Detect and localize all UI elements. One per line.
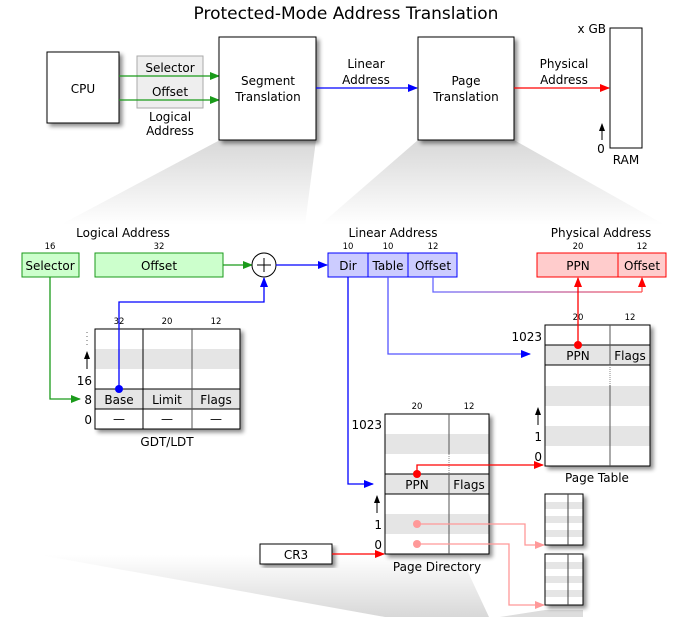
offset-to-physical-line bbox=[432, 277, 642, 293]
pd-col-flags: Flags bbox=[453, 478, 484, 492]
pt-index-0: 0 bbox=[534, 450, 542, 464]
pd-index-0: 0 bbox=[374, 538, 382, 552]
ram-top-label: x GB bbox=[578, 22, 606, 36]
linear-offset-bits: 12 bbox=[428, 242, 439, 252]
selector-field-label: Selector bbox=[25, 259, 74, 273]
pd-entry1-dot bbox=[413, 520, 421, 528]
gdt-col-base: Base bbox=[104, 393, 133, 407]
gdt-label: GDT/LDT bbox=[140, 435, 194, 449]
page-translation-label-1: Page bbox=[451, 74, 480, 88]
gdt-empty-cell: — bbox=[210, 412, 222, 426]
physical-address-heading: Physical Address bbox=[551, 226, 651, 240]
logical-address-heading: Logical Address bbox=[76, 226, 170, 240]
overview-linear-label-2: Address bbox=[342, 73, 390, 87]
physical-address-fields bbox=[536, 252, 667, 278]
pd-entry0-arrow bbox=[417, 543, 545, 609]
linear-offset-field-label: Offset bbox=[415, 259, 451, 273]
overview-linear-label-1: Linear bbox=[347, 57, 384, 71]
page-table bbox=[544, 324, 651, 467]
page-translation-label-2: Translation bbox=[432, 90, 498, 104]
page-directory-label: Page Directory bbox=[393, 560, 481, 574]
segment-translation-label-1: Segment bbox=[241, 74, 295, 88]
physical-offset-bits: 12 bbox=[637, 242, 648, 252]
logical-address-pill bbox=[136, 55, 204, 109]
pt-col-flags: Flags bbox=[614, 349, 645, 363]
dir-field-label: Dir bbox=[339, 259, 357, 273]
selector-bits: 16 bbox=[45, 242, 56, 252]
base-to-adder-arrow bbox=[118, 277, 268, 389]
segment-translation-box bbox=[218, 36, 317, 141]
ram-box bbox=[609, 27, 643, 149]
pt-index-1023: 1023 bbox=[511, 330, 542, 344]
cpu-box bbox=[46, 51, 120, 124]
page-directory bbox=[384, 413, 490, 555]
pd-entry1-arrow bbox=[417, 523, 545, 549]
pd-entry0-dot bbox=[413, 540, 421, 548]
overview-selector-label: Selector bbox=[145, 61, 194, 75]
gdt-bits-flags: 12 bbox=[211, 317, 222, 327]
overview-physical-label-2: Address bbox=[540, 73, 588, 87]
pd-index-1023: 1023 bbox=[351, 418, 382, 432]
gdt-col-flags: Flags bbox=[200, 393, 231, 407]
page-table-label: Page Table bbox=[565, 471, 629, 485]
base-dot bbox=[115, 385, 123, 393]
gdt-bits-limit: 20 bbox=[162, 317, 173, 327]
pd-col-ppn: PPN bbox=[405, 478, 428, 492]
pd-ppn-dot bbox=[413, 470, 421, 478]
linear-address-heading: Linear Address bbox=[349, 226, 438, 240]
table-bits: 10 bbox=[383, 242, 394, 252]
offset-bits: 32 bbox=[154, 242, 165, 252]
ppn-bits: 20 bbox=[573, 242, 584, 252]
gdt-empty-cell: — bbox=[113, 412, 125, 426]
pt-col-ppn: PPN bbox=[566, 349, 589, 363]
gdt-index-16: 16 bbox=[77, 374, 92, 388]
ram-bottom-label: 0 bbox=[597, 142, 605, 156]
linear-address-fields bbox=[327, 252, 458, 278]
pt-ppn-dot bbox=[574, 341, 582, 349]
logical-offset-field bbox=[94, 252, 224, 278]
diagram-title: Protected-Mode Address Translation bbox=[194, 4, 499, 24]
directory-projection bbox=[40, 555, 489, 617]
gdt-index-8: 8 bbox=[84, 393, 92, 407]
gdt-col-limit: Limit bbox=[152, 393, 182, 407]
ram-label: RAM bbox=[613, 153, 639, 167]
table-to-pagetable-arrow bbox=[387, 277, 531, 358]
dir-to-directory-arrow bbox=[347, 277, 374, 488]
segment-translation-label-2: Translation bbox=[234, 90, 300, 104]
small-page-table-2 bbox=[544, 553, 584, 606]
segment-projection bbox=[60, 140, 316, 225]
pd-bits-flags: 12 bbox=[464, 402, 475, 412]
table-field-label: Table bbox=[371, 259, 403, 273]
physical-offset-field-label: Offset bbox=[624, 259, 660, 273]
logical-offset-field-label: Offset bbox=[141, 259, 177, 273]
pt-index-1: 1 bbox=[534, 430, 542, 444]
overview-logical-label-1: Logical bbox=[149, 110, 191, 124]
pd-index-1: 1 bbox=[374, 518, 382, 532]
overview-physical-label-1: Physical bbox=[540, 57, 589, 71]
selector-to-gdt-arrow bbox=[49, 277, 81, 403]
pt-bits-flags: 12 bbox=[625, 313, 636, 323]
gdt-empty-cell: — bbox=[161, 412, 173, 426]
table-projection bbox=[500, 610, 583, 617]
gdt-index-0: 0 bbox=[84, 413, 92, 427]
cr3-label: CR3 bbox=[284, 548, 308, 562]
selector-field bbox=[21, 252, 80, 278]
cpu-label: CPU bbox=[71, 82, 95, 96]
overview-logical-label-2: Address bbox=[146, 124, 194, 138]
overview-offset-label: Offset bbox=[152, 85, 188, 99]
dir-bits: 10 bbox=[343, 242, 354, 252]
pd-bits-ppn: 20 bbox=[412, 402, 423, 412]
page-projection bbox=[320, 140, 665, 225]
ppn-field-label: PPN bbox=[566, 259, 589, 273]
small-page-table-1 bbox=[544, 493, 584, 546]
page-translation-box bbox=[417, 36, 515, 141]
